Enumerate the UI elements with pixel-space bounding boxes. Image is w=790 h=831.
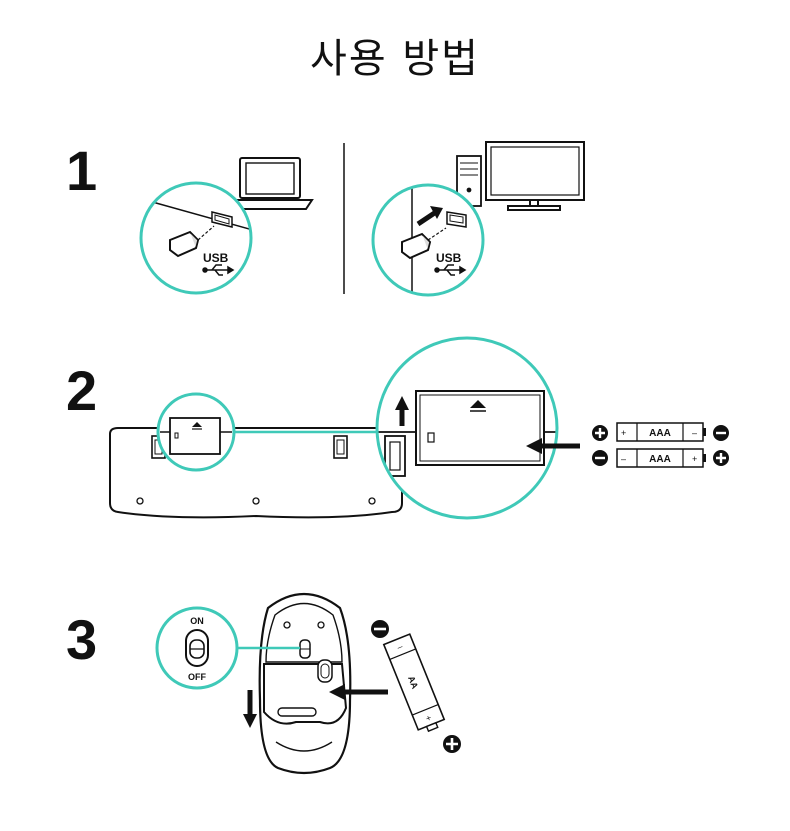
minus-icon bbox=[713, 425, 729, 441]
minus-icon bbox=[592, 450, 608, 466]
svg-text:+: + bbox=[424, 713, 433, 724]
monitor-icon bbox=[485, 141, 585, 211]
plus-icon bbox=[443, 735, 461, 753]
aa-label: AA bbox=[406, 674, 420, 690]
svg-text:–: – bbox=[396, 641, 404, 652]
step-1-diagram: USB bbox=[139, 141, 585, 297]
usb-port-icon bbox=[446, 211, 467, 228]
mouse-underside-icon bbox=[258, 592, 352, 775]
open-up-arrow-icon bbox=[395, 396, 409, 426]
battery-door-zoom bbox=[375, 336, 559, 520]
laptop-usb-port-zoom: USB bbox=[139, 181, 253, 295]
aaa-battery-2: – + AAA bbox=[592, 448, 729, 468]
aa-battery: – + AA bbox=[382, 633, 446, 733]
usb-symbol-icon bbox=[202, 264, 235, 276]
minus-icon bbox=[371, 620, 389, 638]
step-2-number: 2 bbox=[66, 359, 98, 422]
step-1-number: 1 bbox=[66, 139, 98, 202]
page-title: 사용 방법 bbox=[310, 36, 480, 82]
switch-off-label: OFF bbox=[188, 672, 206, 682]
svg-text:–: – bbox=[621, 454, 626, 464]
step-2-diagram: + – AAA – + AAA bbox=[109, 336, 729, 520]
keyboard-underside-icon bbox=[109, 427, 403, 519]
aaa-label: AAA bbox=[649, 428, 671, 439]
svg-text:+: + bbox=[692, 454, 697, 464]
slide-down-arrow-icon bbox=[243, 690, 257, 728]
insert-arrow-icon bbox=[416, 206, 443, 227]
power-switch-zoom: ON OFF bbox=[155, 606, 239, 690]
usb-port-icon bbox=[211, 211, 233, 228]
aaa-label: AAA bbox=[649, 454, 671, 465]
usb-symbol-icon bbox=[434, 264, 467, 276]
laptop-icon bbox=[228, 157, 314, 210]
step-3-diagram: ON OFF – + AA bbox=[155, 592, 461, 775]
usb-receiver-icon bbox=[401, 232, 432, 260]
desktop-usb-port-zoom: USB bbox=[371, 183, 485, 297]
step-3-number: 3 bbox=[66, 608, 98, 671]
svg-text:+: + bbox=[621, 428, 626, 438]
svg-text:–: – bbox=[692, 428, 697, 438]
usb-label: USB bbox=[436, 251, 462, 265]
insert-battery-arrow-icon bbox=[526, 438, 580, 454]
usb-receiver-icon bbox=[169, 230, 200, 258]
battery-door-locator bbox=[156, 392, 236, 472]
usb-label: USB bbox=[203, 251, 229, 265]
switch-on-label: ON bbox=[190, 616, 204, 626]
plus-icon bbox=[713, 450, 729, 466]
insert-battery-arrow-icon bbox=[329, 684, 388, 700]
aaa-battery-1: + – AAA bbox=[592, 422, 729, 442]
plus-icon bbox=[592, 425, 608, 441]
